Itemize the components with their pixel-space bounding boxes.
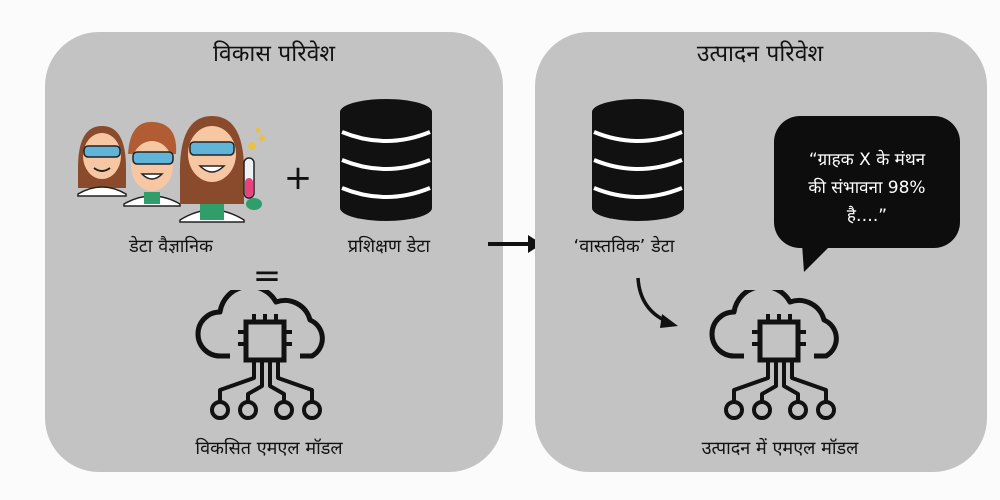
database-icon: [340, 99, 432, 221]
speech-bubble-line: “ग्राहक X के मंथन: [808, 150, 926, 170]
real-data-label: ‘वास्तविक’ डेटा: [573, 236, 675, 257]
data-scientists-label: डेटा वैज्ञानिक: [129, 236, 213, 257]
training-data-label: प्रशिक्षण डेटा: [347, 236, 431, 257]
speech-bubble-line: की संभावना 98%: [808, 178, 926, 198]
data-scientists-illustration: [77, 116, 265, 223]
production-environment-title: उत्पादन परिवेश: [696, 41, 824, 67]
ml-model-cloud-chip-icon: [709, 290, 839, 420]
developed-ml-model-label: विकसित एमएल मॉडल: [195, 438, 343, 459]
curved-arrow-icon: [636, 277, 678, 328]
speech-bubble-line: है….”: [846, 206, 888, 226]
scientist-middle: [123, 121, 181, 207]
development-environment-panel: [45, 32, 503, 472]
speech-bubble-text: “ग्राहक X के मंथन की संभावना 98% है….”: [772, 146, 962, 230]
speech-bubble: [774, 116, 960, 272]
development-environment-title: विकास परिवेश: [212, 41, 336, 67]
ml-model-cloud-chip-icon: [195, 290, 325, 420]
plus-sign: +: [283, 158, 313, 198]
production-ml-model-label: उत्पादन में एमएल मॉडल: [701, 438, 859, 459]
scientist-left: [77, 126, 127, 197]
scientist-right: [179, 116, 265, 223]
database-icon: [592, 99, 684, 221]
